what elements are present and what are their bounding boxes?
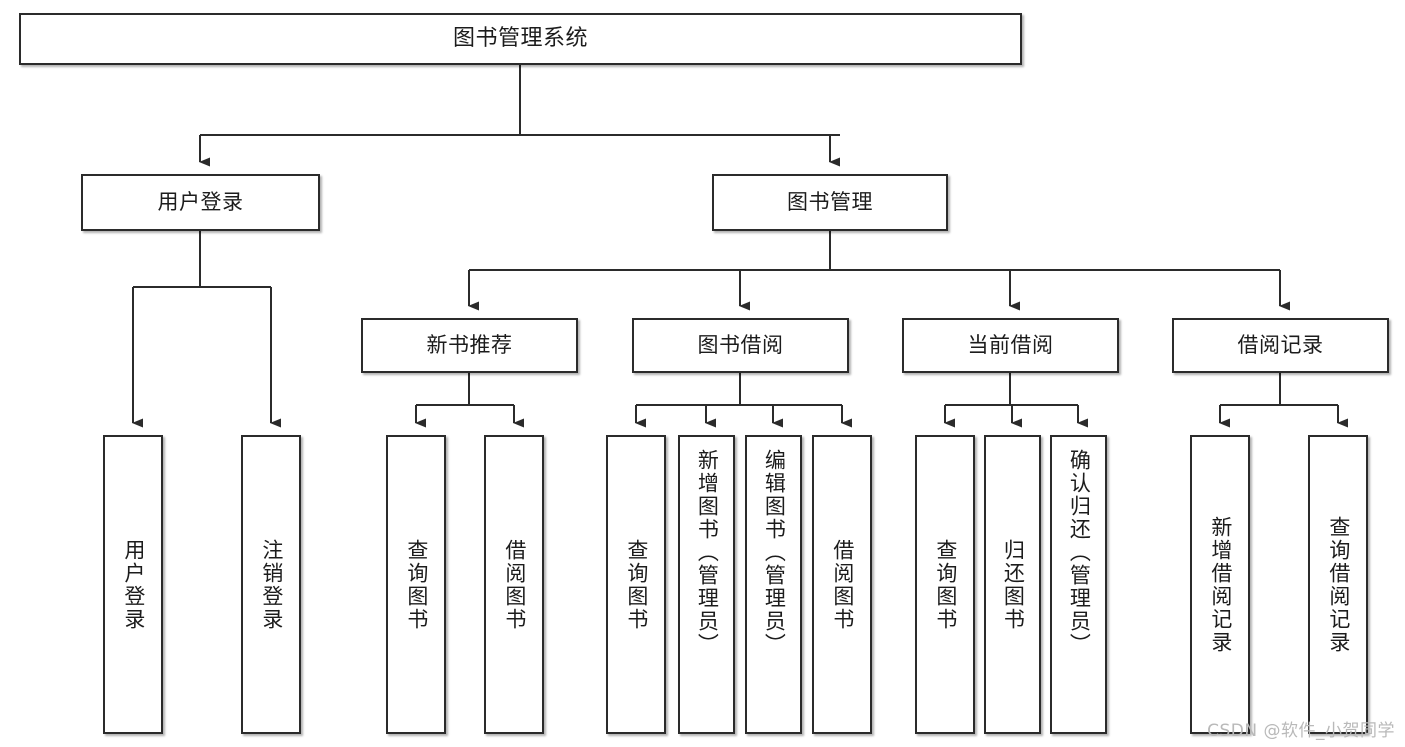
node-leaf-edit-book-label: 编辑图书（管理员） <box>762 449 787 656</box>
node-leaf-return-book-label: 归还图书 <box>1001 538 1026 631</box>
node-leaf-add-borrow-record[interactable]: 新增借阅记录 <box>1190 435 1250 734</box>
node-leaf-add-book[interactable]: 新增图书（管理员） <box>678 435 735 734</box>
node-leaf-add-borrow-record-label: 新增借阅记录 <box>1208 515 1233 654</box>
node-root-label: 图书管理系统 <box>452 26 588 52</box>
node-user-login-label: 用户登录 <box>157 190 244 215</box>
node-root[interactable]: 图书管理系统 <box>19 13 1022 65</box>
node-leaf-borrow-book-rec[interactable]: 借阅图书 <box>484 435 544 734</box>
node-borrow-record-label: 借阅记录 <box>1237 333 1324 358</box>
node-current-borrow[interactable]: 当前借阅 <box>902 318 1119 373</box>
node-leaf-query-book-borrow[interactable]: 查询图书 <box>606 435 666 734</box>
node-book-manage[interactable]: 图书管理 <box>712 174 948 231</box>
node-book-borrow[interactable]: 图书借阅 <box>632 318 849 373</box>
node-user-login[interactable]: 用户登录 <box>81 174 320 231</box>
node-leaf-user-login-label: 用户登录 <box>121 538 146 631</box>
node-leaf-query-borrow-record[interactable]: 查询借阅记录 <box>1308 435 1368 734</box>
node-new-book-rec-label: 新书推荐 <box>426 333 513 358</box>
node-leaf-borrow-book-rec-label: 借阅图书 <box>502 538 527 631</box>
node-book-borrow-label: 图书借阅 <box>697 333 784 358</box>
node-leaf-query-borrow-record-label: 查询借阅记录 <box>1326 515 1351 654</box>
node-leaf-edit-book[interactable]: 编辑图书（管理员） <box>745 435 802 734</box>
node-current-borrow-label: 当前借阅 <box>967 333 1054 358</box>
node-leaf-borrow-book[interactable]: 借阅图书 <box>812 435 872 734</box>
node-leaf-user-login[interactable]: 用户登录 <box>103 435 163 734</box>
node-new-book-rec[interactable]: 新书推荐 <box>361 318 578 373</box>
node-leaf-query-book-cur[interactable]: 查询图书 <box>915 435 975 734</box>
node-leaf-query-book-borrow-label: 查询图书 <box>624 538 649 631</box>
node-borrow-record[interactable]: 借阅记录 <box>1172 318 1389 373</box>
node-leaf-query-book-rec[interactable]: 查询图书 <box>386 435 446 734</box>
node-leaf-borrow-book-label: 借阅图书 <box>830 538 855 631</box>
node-leaf-confirm-return-label: 确认归还（管理员） <box>1067 449 1092 656</box>
node-leaf-return-book[interactable]: 归还图书 <box>984 435 1041 734</box>
node-leaf-user-logout-label: 注销登录 <box>259 538 284 631</box>
node-leaf-user-logout[interactable]: 注销登录 <box>241 435 301 734</box>
node-leaf-query-book-rec-label: 查询图书 <box>404 538 429 631</box>
node-leaf-confirm-return[interactable]: 确认归还（管理员） <box>1050 435 1107 734</box>
node-book-manage-label: 图书管理 <box>787 190 873 215</box>
node-leaf-add-book-label: 新增图书（管理员） <box>695 449 720 656</box>
node-leaf-query-book-cur-label: 查询图书 <box>933 538 958 631</box>
csdn-watermark: CSDN @软件_小贺同学 <box>1207 721 1395 741</box>
